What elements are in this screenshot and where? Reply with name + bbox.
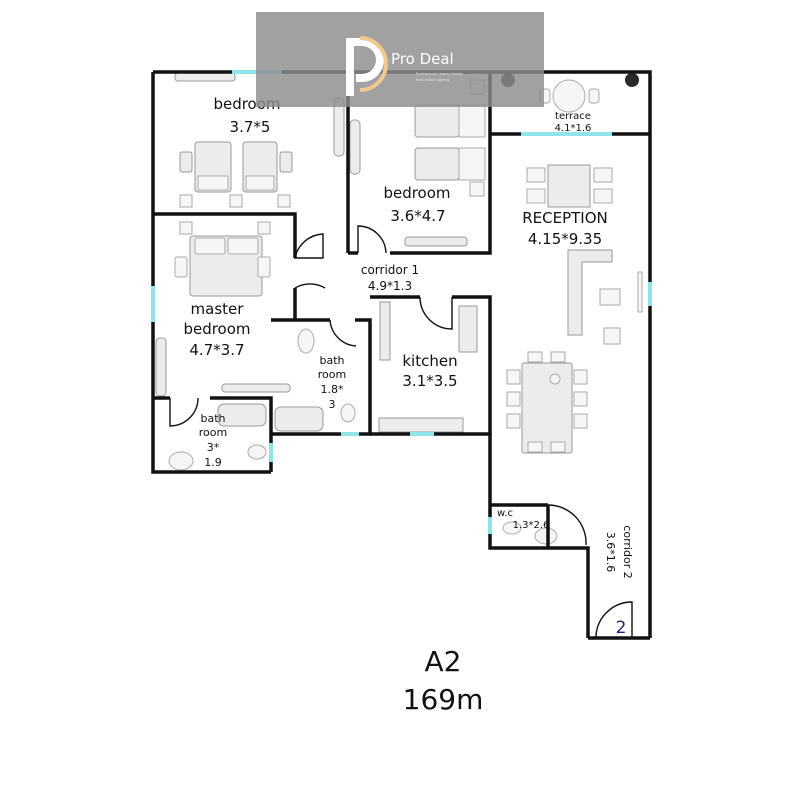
corridor-1-size: 4.9*1.3 (368, 279, 412, 293)
corridor-2-size: 3.6*1.6 (604, 532, 617, 573)
windows (151, 70, 652, 534)
wc-size: 1.3*2.6 (513, 520, 550, 531)
bathroom-2-name-1: bath (200, 412, 225, 425)
watermark: Pro Deal Professional Homes Dealer Real … (256, 12, 544, 107)
unit-area: 169m (403, 683, 484, 716)
kitchen-size: 3.1*3.5 (402, 372, 457, 390)
master-bedroom-name-2: bedroom (183, 320, 250, 338)
bathroom-1-size-2: 3 (329, 398, 336, 411)
terrace-size: 4.1*1.6 (555, 123, 592, 134)
bathroom-1-size-1: 1.8* (321, 383, 344, 396)
kitchen-name: kitchen (402, 352, 457, 370)
bathroom-2-size-1: 3* (207, 441, 220, 454)
bedroom-2-size: 3.6*4.7 (390, 207, 445, 225)
walls (151, 70, 652, 640)
reception-name: RECEPTION (522, 209, 608, 227)
bathroom-1-name-1: bath (319, 354, 344, 367)
corridor-1-name: corridor 1 (361, 263, 419, 277)
unit-code: A2 (425, 645, 462, 678)
pro-deal-logo-icon (346, 36, 388, 96)
master-bedroom-size: 4.7*3.7 (189, 341, 244, 359)
bathroom-2-name-2: room (199, 426, 227, 439)
entrance-marker: 2 (616, 618, 627, 638)
bedroom-1-size: 3.7*5 (230, 118, 271, 136)
reception-size: 4.15*9.35 (528, 230, 602, 248)
watermark-tagline-1: Professional Homes Dealer (416, 72, 464, 76)
master-bedroom-name-1: master (191, 300, 245, 318)
doors (169, 225, 633, 639)
furniture (155, 72, 643, 545)
bathroom-1-name-2: room (318, 368, 346, 381)
bathroom-2-size-2: 1.9 (204, 456, 222, 469)
watermark-brand: Pro Deal (391, 50, 454, 68)
watermark-tagline-2: Real Estate Agency (416, 78, 450, 82)
room-labels: bedroom 3.7*5 bedroom 3.6*4.7 terrace 4.… (183, 95, 634, 638)
corridor-2-name: corridor 2 (621, 525, 634, 578)
wc-name: w.c (497, 508, 513, 519)
bedroom-2-name: bedroom (383, 184, 450, 202)
terrace-name: terrace (555, 111, 591, 122)
